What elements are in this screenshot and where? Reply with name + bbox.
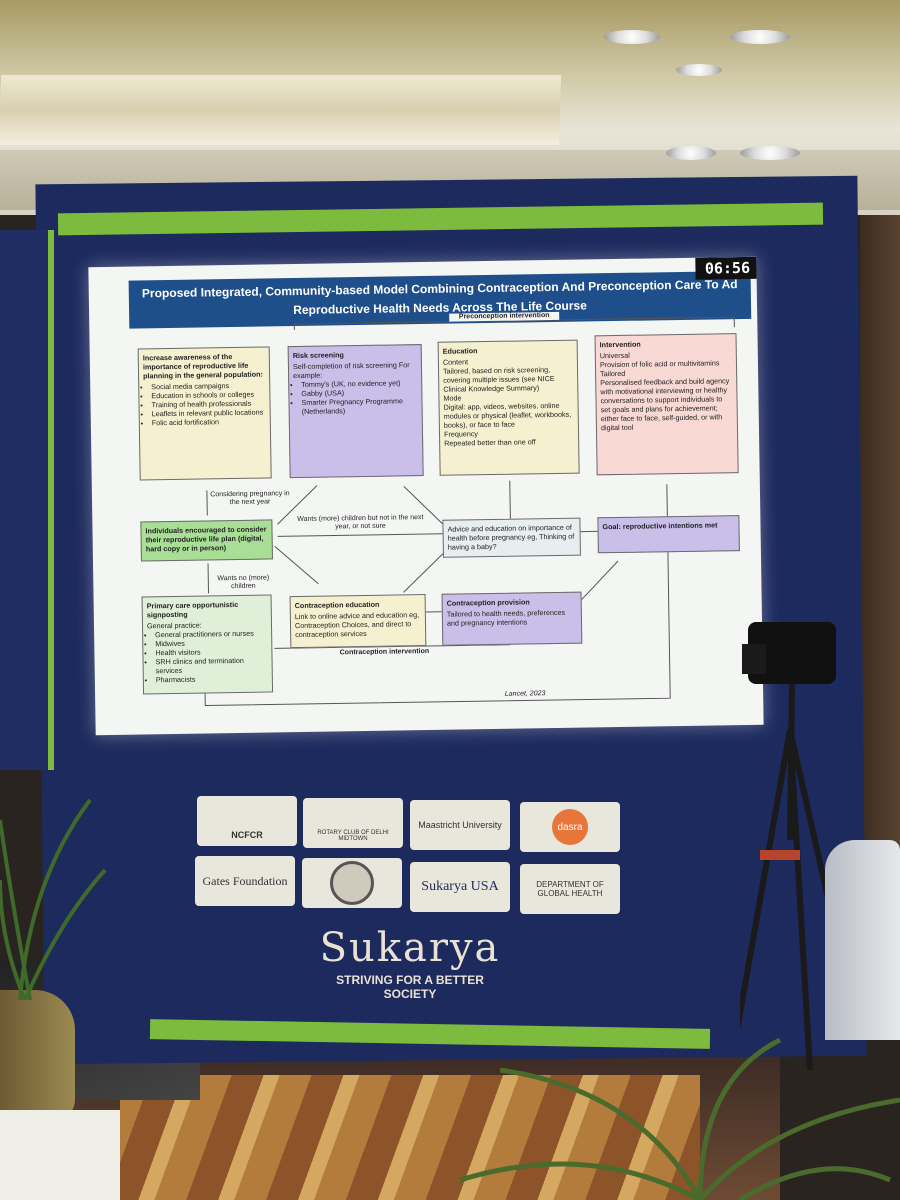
arrow <box>204 548 671 707</box>
advice-text: Advice and education on importance of he… <box>447 522 575 552</box>
brand-block: Sukarya STRIVING FOR A BETTER SOCIETY <box>310 925 510 1001</box>
logo-text: NCFCR <box>231 830 263 840</box>
logo-text: Sukarya USA <box>421 879 499 894</box>
arrow <box>509 480 511 519</box>
goal-text: Goal: reproductive intentions met <box>602 520 718 532</box>
logo-text: Gates Foundation <box>202 873 288 888</box>
side-banner <box>0 230 54 770</box>
logo-global-health: DEPARTMENT OF GLOBAL HEALTH <box>520 864 620 914</box>
contraception-education-box: Contraception education Link to online a… <box>289 594 427 649</box>
intervention-heading: Intervention <box>599 339 641 350</box>
list-item: SRH clinics and termination services <box>155 656 267 675</box>
cushion <box>0 1110 120 1200</box>
contraception-education-heading: Contraception education <box>294 599 380 611</box>
video-camera <box>748 622 836 684</box>
ceiling-light <box>676 64 722 76</box>
individuals-text: Individuals encouraged to consider their… <box>145 524 267 554</box>
tailored-text: Personalised feedback and build agency w… <box>600 376 730 433</box>
education-heading: Education <box>442 346 478 356</box>
logo-text: Maastricht University <box>418 820 502 830</box>
logo-gates-foundation: Gates Foundation <box>195 856 295 906</box>
arrow <box>277 533 443 537</box>
ceiling-light <box>604 30 660 44</box>
brand-name: Sukarya <box>319 925 501 971</box>
arrow <box>274 546 319 585</box>
goal-box: Goal: reproductive intentions met <box>597 515 740 554</box>
contraception-provision-heading: Contraception provision <box>446 597 530 608</box>
projection-screen: Proposed Integrated, Community-based Mod… <box>88 256 764 736</box>
logo-maastricht: Maastricht University <box>410 800 510 850</box>
preconception-label: Preconception intervention <box>449 311 560 322</box>
content-text: Tailored, based on risk screening, cover… <box>442 365 555 394</box>
advice-box: Advice and education on importance of he… <box>442 517 581 558</box>
brand-tagline: STRIVING FOR A BETTER SOCIETY <box>336 973 484 1001</box>
list-item: Tommy's (UK, no evidence yet) <box>301 378 417 389</box>
awareness-heading: Increase awareness of the importance of … <box>142 352 263 381</box>
risk-intro: Self-completion of risk screening For ex… <box>292 360 410 381</box>
primary-care-box: Primary care opportunistic signposting G… <box>141 594 274 695</box>
logo-seal <box>302 858 402 908</box>
source-label: Lancet, 2023 <box>504 690 546 698</box>
arrow <box>403 553 444 593</box>
education-box: Education Content Tailored, based on ris… <box>437 339 580 476</box>
logo-text: dasra <box>557 821 583 833</box>
logo-rotary: ROTARY CLUB OF DELHI MIDTOWN <box>303 798 403 848</box>
primary-heading: Primary care opportunistic signposting <box>146 599 239 620</box>
logo-text: DEPARTMENT OF GLOBAL HEALTH <box>536 880 604 898</box>
risk-screening-box: Risk screening Self-completion of risk s… <box>287 344 424 479</box>
contraception-provision-box: Contraception provision Tailored to heal… <box>441 591 583 646</box>
list-item: Pharmacists <box>156 674 268 685</box>
logo-sukarya-usa: Sukarya USA <box>410 862 510 912</box>
awareness-box: Increase awareness of the importance of … <box>137 346 272 481</box>
mode-text: Digital: app, videos, websites, online m… <box>443 400 572 430</box>
logo-text: ROTARY CLUB OF DELHI MIDTOWN <box>317 830 389 842</box>
list-item: General practitioners or nurses <box>155 629 267 640</box>
intervention-box: Intervention Universal Provision of foli… <box>594 333 739 476</box>
dasra-circle: dasra <box>552 809 588 845</box>
arrow <box>666 484 668 517</box>
contraception-provision-text: Tailored to health needs, preferences an… <box>446 607 566 628</box>
frequency-text: Repeated better than one off <box>444 437 536 448</box>
individuals-box: Individuals encouraged to consider their… <box>140 519 273 562</box>
audience-person <box>825 840 900 1040</box>
list-item: Folic acid fortification <box>152 417 266 427</box>
wants-more-label: Wants (more) children but not in the nex… <box>297 514 424 531</box>
list-item: Smarter Pregnancy Programme (Netherlands… <box>301 396 417 416</box>
ceiling-molding <box>0 75 562 145</box>
arrow <box>403 485 443 525</box>
ceiling-light <box>730 30 790 44</box>
flow-arrows <box>204 316 735 707</box>
wants-no-label: Wants no (more) children <box>217 574 270 591</box>
contraception-education-text: Link to online advice and education eg, … <box>294 610 420 640</box>
ceiling-light <box>666 146 716 160</box>
logo-dasra: dasra <box>520 802 620 852</box>
contraception-label: Contraception intervention <box>339 647 430 657</box>
arrow <box>581 560 619 600</box>
plant <box>459 1037 900 1200</box>
seal-icon <box>330 861 374 905</box>
carpet <box>120 1075 700 1200</box>
chair <box>0 990 75 1120</box>
logo-ncfcr: NCFCR <box>197 796 297 846</box>
risk-heading: Risk screening <box>292 350 344 361</box>
considering-label: Considering pregnancy in the next year <box>210 490 290 507</box>
plant <box>0 798 107 1000</box>
arrow <box>277 485 318 525</box>
ceiling-light <box>740 146 800 160</box>
